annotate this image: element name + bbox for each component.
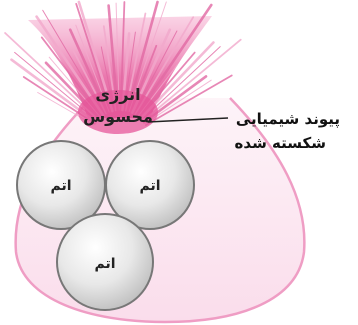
bond-label-line1: پیوند شیمیایی bbox=[236, 110, 340, 129]
energy-label-line2: محسوس bbox=[83, 107, 153, 126]
atom-bottom-label: اتم bbox=[94, 256, 115, 272]
bond-label-line2: شکسته شده bbox=[235, 134, 326, 152]
energy-label-line1: انرژی bbox=[95, 85, 140, 104]
atom-left-label: اتم bbox=[50, 178, 71, 194]
atom-right-label: اتم bbox=[139, 178, 160, 194]
atom-bottom: اتم bbox=[57, 214, 153, 310]
